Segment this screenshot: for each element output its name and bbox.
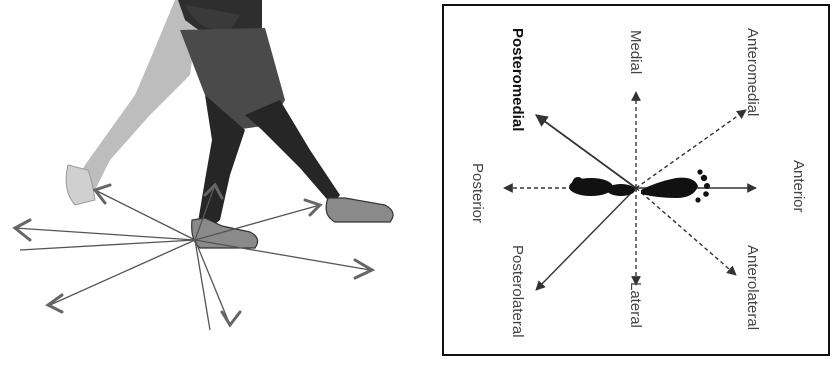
label-lateral: Lateral <box>627 282 644 328</box>
label-anterolateral: Anterolateral <box>744 245 761 330</box>
direction-diagram-panel: Medial Anteromedial Anterior Anterolater… <box>436 0 836 361</box>
reach-arrowheads <box>15 185 372 325</box>
arrow-posterolateral <box>536 188 636 290</box>
arrow-anteromedial <box>636 110 746 188</box>
label-posterolateral: Posterolateral <box>509 245 526 338</box>
ghost-leg <box>75 0 200 190</box>
reach-shoe <box>326 198 393 222</box>
reach-leg <box>245 100 340 205</box>
footprint-outline <box>641 169 710 202</box>
arrow-posteromedial <box>536 115 636 188</box>
label-anteromedial: Anteromedial <box>744 28 761 116</box>
runner-illustration <box>0 0 430 361</box>
runner-figure <box>0 0 430 361</box>
label-medial: Medial <box>627 30 644 74</box>
label-posterior: Posterior <box>469 163 486 223</box>
label-anterior: Anterior <box>790 160 807 213</box>
direction-diagram: Medial Anteromedial Anterior Anterolater… <box>436 0 836 361</box>
arrow-anterolateral <box>636 188 736 275</box>
label-posteromedial: Posteromedial <box>509 28 526 131</box>
